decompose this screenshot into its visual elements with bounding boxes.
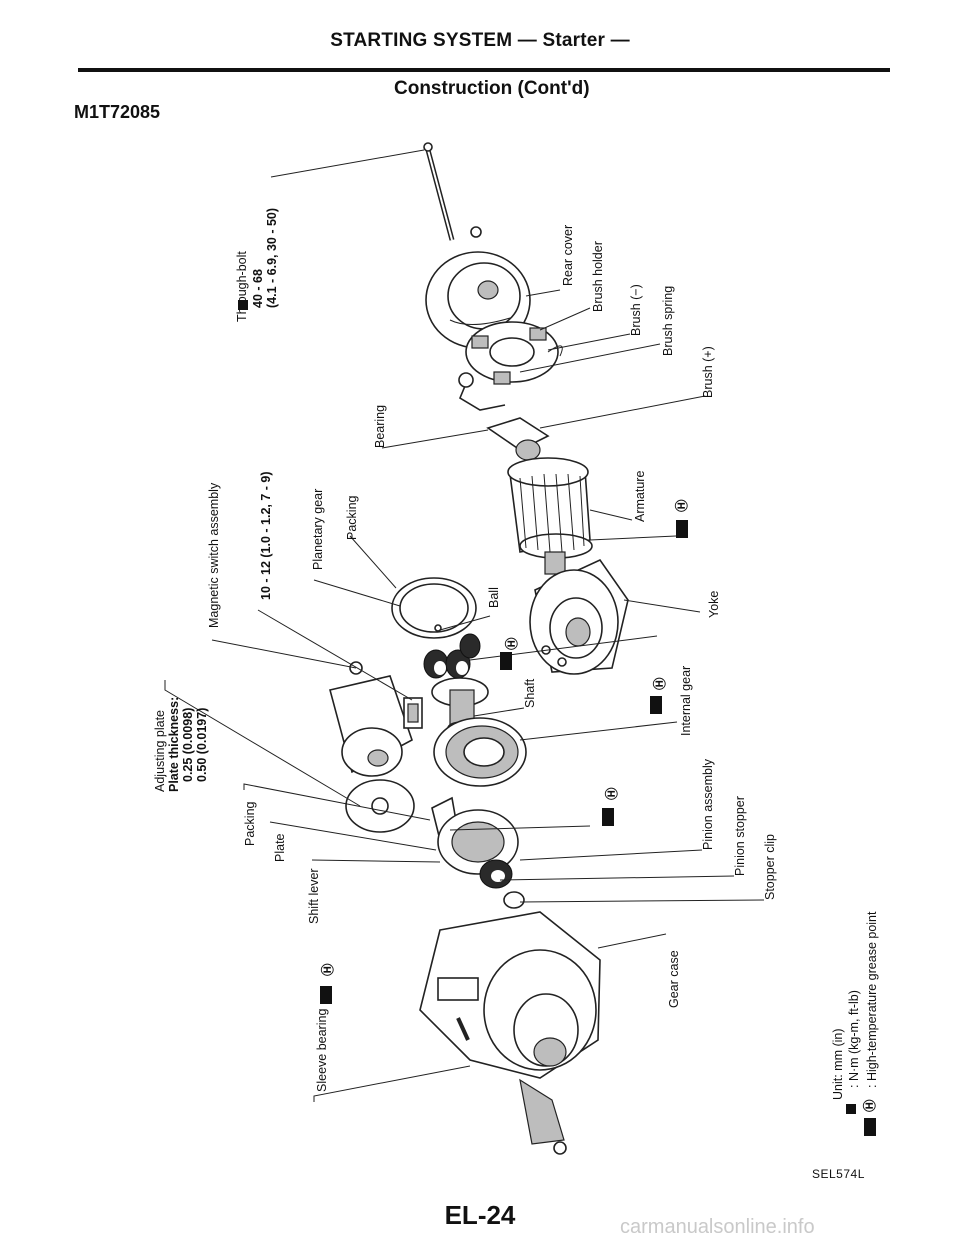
grease-icon bbox=[864, 1118, 876, 1136]
model-number: M1T72085 bbox=[74, 102, 161, 122]
figure-code: SEL574L bbox=[812, 1167, 865, 1181]
section-subtitle: Construction (Cont'd) bbox=[394, 78, 590, 99]
label-pinion-assembly: Pinion assembly bbox=[701, 758, 715, 850]
label-adjusting-plate: Adjusting plate Plate thickness: 0.25 (0… bbox=[153, 697, 209, 792]
label-bearing: Bearing bbox=[373, 405, 387, 448]
label-packing-bottom: Packing bbox=[243, 801, 257, 846]
svg-text:40 - 68: 40 - 68 bbox=[251, 269, 265, 308]
label-plate: Plate bbox=[273, 833, 287, 862]
through-bolt-drawing bbox=[423, 142, 482, 241]
legend-unit: Unit: mm (in) bbox=[831, 1028, 845, 1100]
svg-text:Ⓗ: Ⓗ bbox=[652, 677, 667, 690]
title-rule bbox=[78, 68, 890, 72]
label-magnetic-switch: Magnetic switch assembly bbox=[207, 482, 221, 628]
legend: Unit: mm (in) : N·m (kg-m, ft-lb) Ⓗ : Hi… bbox=[831, 911, 879, 1136]
internal-gear-drawing bbox=[433, 717, 527, 787]
brush-holder-drawing bbox=[458, 321, 563, 411]
label-brush-neg: Brush (−) bbox=[629, 284, 643, 336]
label-brush-spring: Brush spring bbox=[661, 286, 675, 356]
watermark: carmanualsonline.info bbox=[620, 1216, 815, 1238]
svg-text:Ⓗ: Ⓗ bbox=[862, 1099, 877, 1112]
label-brush-holder: Brush holder bbox=[591, 241, 605, 312]
label-gear-case: Gear case bbox=[667, 950, 681, 1008]
pinion-assembly-drawing bbox=[431, 796, 525, 909]
label-armature: Armature bbox=[633, 471, 647, 522]
svg-text:(4.1 - 6.9, 30 - 50): (4.1 - 6.9, 30 - 50) bbox=[265, 208, 279, 308]
legend-grease: : High-temperature grease point bbox=[865, 911, 879, 1088]
gear-case-drawing bbox=[419, 911, 601, 1155]
label-ball: Ball bbox=[487, 587, 501, 608]
label-magnetic-torque: 10 - 12 (1.0 - 1.2, 7 - 9) bbox=[259, 471, 273, 600]
svg-text:0.25 (0.0098): 0.25 (0.0098) bbox=[181, 708, 195, 782]
label-brush-pos: Brush (+) bbox=[701, 346, 715, 398]
magnetic-switch-drawing bbox=[329, 661, 423, 833]
grease-icon: Ⓗ Ⓗ Ⓗ Ⓗ Ⓗ bbox=[320, 499, 689, 1004]
torque-icon bbox=[846, 1104, 856, 1114]
leader-lines bbox=[164, 149, 765, 1102]
svg-text:Adjusting plate: Adjusting plate bbox=[153, 710, 167, 792]
page-number: EL-24 bbox=[444, 1200, 516, 1230]
svg-text:Ⓗ: Ⓗ bbox=[604, 787, 619, 800]
torque-icon bbox=[238, 300, 248, 310]
armature-drawing bbox=[486, 417, 593, 575]
label-packing-top: Packing bbox=[345, 495, 359, 540]
svg-text:Ⓗ: Ⓗ bbox=[320, 963, 335, 976]
label-yoke: Yoke bbox=[707, 591, 721, 618]
section-title: STARTING SYSTEM — Starter — bbox=[330, 30, 630, 51]
svg-text:Through-bolt: Through-bolt bbox=[235, 251, 249, 322]
legend-torque: : N·m (kg-m, ft-lb) bbox=[847, 990, 861, 1088]
planetary-gears-drawing bbox=[423, 633, 481, 679]
svg-text:0.50 (0.0197): 0.50 (0.0197) bbox=[195, 708, 209, 782]
svg-text:10 - 12 (1.0 - 1.2, 7 - 9): 10 - 12 (1.0 - 1.2, 7 - 9) bbox=[259, 471, 273, 600]
label-rear-cover: Rear cover bbox=[561, 225, 575, 286]
yoke-drawing bbox=[529, 558, 629, 675]
label-shift-lever: Shift lever bbox=[307, 868, 321, 924]
svg-text:Plate thickness:: Plate thickness: bbox=[167, 697, 181, 792]
packing-ring-drawing bbox=[391, 577, 477, 639]
svg-text:Ⓗ: Ⓗ bbox=[674, 499, 689, 512]
label-stopper-clip: Stopper clip bbox=[763, 834, 777, 900]
label-internal-gear: Internal gear bbox=[679, 666, 693, 736]
svg-text:Ⓗ: Ⓗ bbox=[504, 637, 519, 650]
label-pinion-stopper: Pinion stopper bbox=[733, 796, 747, 876]
label-sleeve-bearing: Sleeve bearing bbox=[315, 1009, 329, 1092]
label-planetary-gear: Planetary gear bbox=[311, 489, 325, 570]
label-shaft: Shaft bbox=[523, 678, 537, 708]
